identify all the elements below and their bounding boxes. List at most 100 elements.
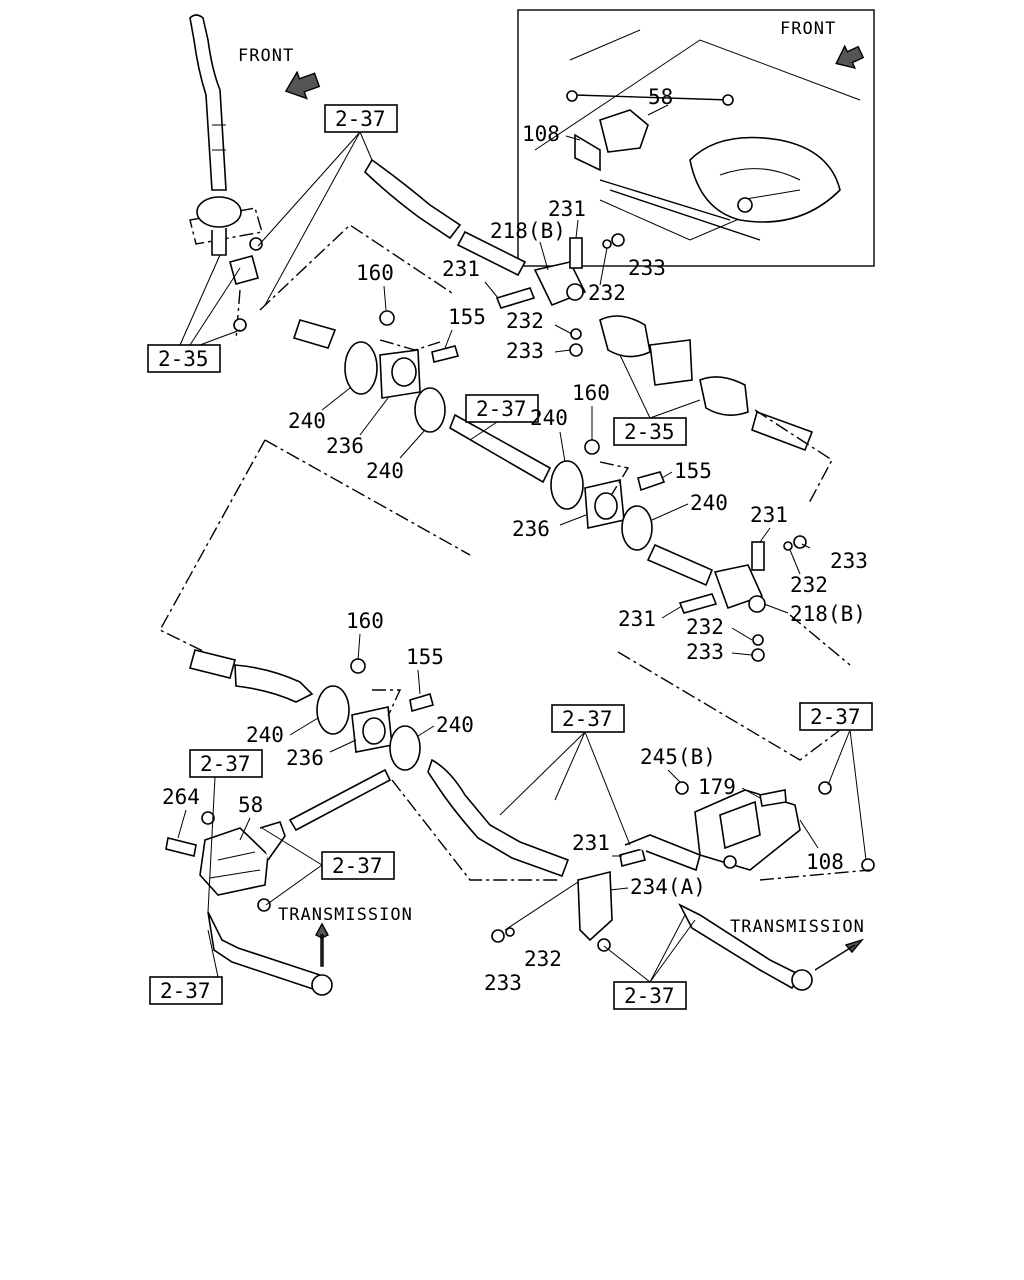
leader-233-b — [554, 349, 571, 353]
bushing-240-d — [621, 505, 653, 551]
washer-232-lower-b — [752, 634, 764, 646]
nut-233-mid — [569, 343, 583, 357]
inset-detail: 58 108 FRONT — [517, 9, 875, 267]
leader-r9 — [207, 929, 219, 978]
ref-label-6: 2-37 — [810, 705, 861, 729]
leader-240-a — [321, 387, 351, 411]
ref-label-4: 2-35 — [624, 420, 675, 444]
bolt-155-b — [637, 471, 666, 492]
nut-bracket-58 — [201, 811, 215, 825]
bushing-240-b — [414, 387, 446, 433]
nut-bracket-108-bottom — [861, 858, 875, 872]
shift-lever-assembly — [189, 14, 263, 341]
leader-218b-a — [539, 241, 549, 271]
leader-bottom-bracket — [504, 881, 579, 931]
lower-shift-rod — [427, 758, 570, 878]
callout-231-d: 231 — [618, 607, 656, 631]
leader-232-d — [731, 627, 753, 641]
callout-leaders — [177, 219, 819, 891]
callout-264: 264 — [162, 785, 200, 809]
inset-transmission-housing — [689, 136, 841, 223]
bracket-179 — [719, 800, 761, 850]
routing-lower-rod — [391, 779, 560, 881]
washer-232-bottom — [505, 927, 515, 937]
upper-cable-sleeve — [292, 319, 337, 349]
callout-240-f: 240 — [436, 713, 474, 737]
callout-160-a: 160 — [356, 261, 394, 285]
leader-236-c — [329, 739, 357, 753]
front-label-main: FRONT — [238, 46, 294, 66]
nut-233-lower-b — [751, 648, 765, 662]
bracket-234a — [577, 870, 613, 942]
ref-box-2 — [147, 344, 221, 373]
callout-58: 58 — [238, 793, 263, 817]
leader-240-b — [399, 429, 426, 459]
inset-bracket-58 — [599, 109, 649, 153]
callout-155-a: 155 — [448, 305, 486, 329]
shift-lever-centerline — [235, 289, 241, 341]
leader-r5-c — [584, 731, 631, 846]
inset-cable-end-3 — [737, 197, 753, 213]
callout-108-inset: 108 — [522, 122, 560, 146]
leader-179 — [741, 787, 761, 799]
ref-box-6 — [799, 702, 873, 731]
transmission-arrow-right-shaft — [814, 944, 856, 971]
leader-155-b — [661, 471, 673, 479]
nut-160-b — [584, 439, 600, 455]
leader-r2-c — [179, 254, 221, 346]
leader-155-a — [444, 329, 453, 349]
leader-r4-a — [619, 354, 651, 419]
ref-label-3: 2-37 — [476, 397, 527, 421]
shift-lever-pin — [233, 318, 247, 332]
nut-bracket-108-right — [818, 781, 832, 795]
dust-boot-upper-2 — [699, 376, 749, 416]
shift-rod-middle — [449, 413, 552, 484]
shift-lever — [189, 14, 227, 191]
leader-r6-a — [827, 729, 851, 786]
routing-right-diagonal — [617, 651, 841, 761]
callout-218b-b: 218(B) — [790, 602, 866, 626]
clevis-upper-pin — [566, 283, 584, 301]
bolt-231-lower — [751, 541, 765, 571]
inset-floor-outline — [534, 39, 861, 151]
nut-233-bottom — [491, 929, 505, 943]
inset-body-lines — [569, 29, 761, 241]
ref-label-9: 2-37 — [160, 979, 211, 1003]
leader-r8-b — [261, 827, 323, 866]
ref-label-10: 2-37 — [624, 984, 675, 1008]
leader-231-c — [759, 527, 771, 543]
bolt-245b — [759, 789, 787, 807]
leader-108 — [799, 819, 819, 849]
leader-r2-a — [189, 267, 241, 346]
callout-245b: 245(B) — [640, 745, 716, 769]
ref-label-5: 2-37 — [562, 707, 613, 731]
leader-240-d — [651, 503, 689, 521]
callout-240-d: 240 — [690, 491, 728, 515]
callout-233-e: 233 — [484, 971, 522, 995]
leader-r1-a — [257, 131, 361, 247]
callout-231-a: 231 — [548, 197, 586, 221]
inset-leader-108 — [565, 135, 581, 141]
inset-leader-58 — [647, 104, 669, 116]
nut-233-lower — [793, 535, 807, 549]
bolt-264 — [165, 837, 197, 857]
ref-box-8 — [321, 851, 395, 880]
washer-232-lower — [783, 541, 793, 551]
callout-236-b: 236 — [512, 517, 550, 541]
callout-58-inset: 58 — [648, 85, 673, 109]
ref-box-7 — [189, 749, 263, 778]
leader-160-a — [383, 285, 387, 311]
leader-r5-b — [499, 731, 586, 816]
leader-231-d — [661, 605, 683, 619]
bushing-240-f — [389, 725, 421, 771]
callout-231-c: 231 — [750, 503, 788, 527]
shift-lever-boot — [196, 196, 242, 228]
callout-232-e: 232 — [524, 947, 562, 971]
leader-r2-b — [199, 329, 241, 346]
leader-r6-b — [849, 729, 867, 861]
leader-232-a — [599, 247, 608, 286]
callout-108: 108 — [806, 850, 844, 874]
callout-240-c: 240 — [530, 406, 568, 430]
ref-box-1 — [324, 104, 398, 133]
